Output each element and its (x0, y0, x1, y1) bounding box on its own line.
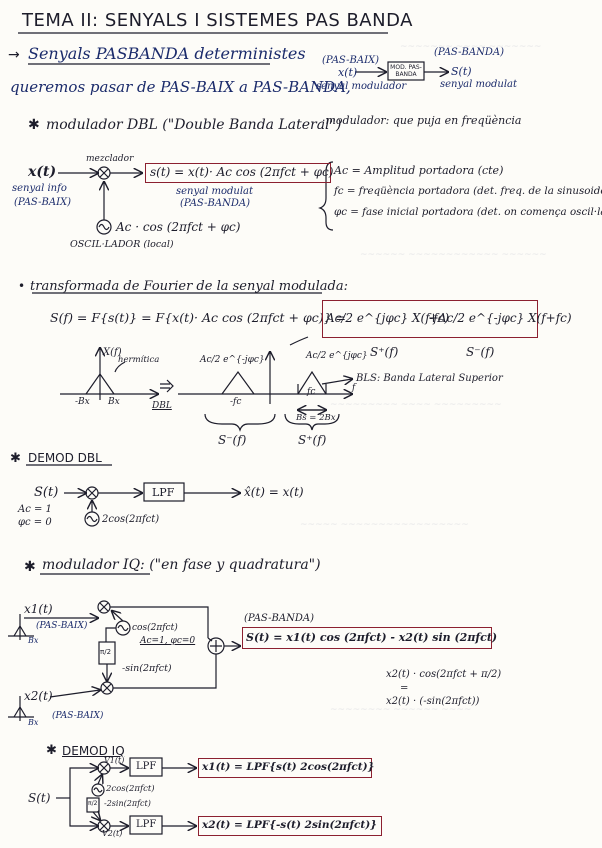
spectrum-left-peak: Ac/2 e^{-jφc} (200, 355, 265, 365)
dbl-output-formula: s(t) = x(t)· Ac cos (2πfct + φc) (150, 165, 334, 179)
fourier-plus: + (428, 311, 439, 326)
demod-iq-out1: x1(t) = LPF{s(t) 2cos(2πfct)} (202, 761, 375, 773)
asterisk-bullet-icon: ✱ (28, 117, 40, 133)
demod-iq-out1-box (198, 758, 372, 778)
dot-bullet-icon: • (18, 279, 26, 293)
dbl-osc-label: OSCIL·LADOR (local) (70, 239, 174, 250)
spectrum-neg-fc: -fc (230, 397, 242, 407)
iq-neg-sin: -sin(2πfct) (122, 663, 172, 674)
spectrum-f-axis: f (352, 383, 356, 393)
mini-output-label: senyal modulat (440, 79, 518, 90)
spectrum-neg-bx: -Bx (75, 397, 90, 407)
demod-iq-v2: V2(t) (102, 829, 123, 838)
iq-heading: modulador IQ: ("en fase y quadratura") (42, 557, 321, 573)
dbl-def-phic: φc = fase inicial portadora (det. on com… (334, 206, 602, 218)
mini-input: x(t) (338, 66, 358, 79)
iq-output-box (242, 627, 492, 649)
dbl-output-label-2: (PAS-BANDA) (180, 198, 250, 209)
demod-dbl-cond2: φc = 0 (18, 517, 52, 528)
demod-iq-v1: V1(t) (104, 756, 125, 765)
dbl-osc-formula: Ac · cos (2πfct + φc) (116, 220, 241, 234)
demod-iq-lpf2: LPF (136, 819, 157, 830)
spectrum-bx: Bx (108, 397, 120, 407)
section1-title: Senyals PASBANDA deterministes (28, 44, 306, 63)
demod-iq-input: S(t) (28, 791, 51, 805)
iq-osc: cos(2πfct) (132, 623, 178, 633)
demod-dbl-input: S(t) (34, 485, 59, 500)
fourier-term1: Ac/2 e^{jφc} X(f-fc) (326, 311, 450, 325)
fourier-term2-label: S⁻(f) (466, 345, 495, 359)
demod-iq-neg-sin: -2sin(2πfct) (104, 799, 151, 808)
dbl-side-note: ·modulador: que puja en freqüència (322, 114, 522, 127)
spectrum-bs: Bs = 2Bx (296, 413, 336, 423)
iq-phase-block: π/2 (100, 648, 112, 656)
spectrum-dbl-tag: DBL (152, 401, 172, 411)
spectrum-s-minus: S⁻(f) (218, 433, 247, 447)
iq-output-formula: S(t) = x1(t) cos (2πfct) - x2(t) sin (2π… (246, 631, 498, 644)
asterisk-bullet-icon: ✱ (46, 743, 57, 758)
dbl-heading: modulador DBL ("Double Banda Lateral") (46, 117, 342, 133)
fourier-term2: Ac/2 e^{-jφc} X(f+fc) (438, 311, 572, 325)
demod-iq-lpf1: LPF (136, 761, 157, 772)
iq-cond: Ac=1, φc=0 (140, 636, 196, 646)
iq-note1: x2(t) · cos(2πfct + π/2) (386, 669, 502, 680)
demod-dbl-heading: DEMOD DBL (28, 451, 102, 465)
spectrum-fc: fc (307, 387, 316, 397)
dbl-def-fc: fc = freqüència portadora (det. freq. de… (334, 185, 602, 197)
asterisk-bullet-icon: ✱ (24, 559, 36, 575)
asterisk-bullet-icon: ✱ (10, 451, 21, 466)
demod-iq-osc: 2cos(2πfct) (106, 784, 155, 794)
mini-output-tag: (PAS-BANDA) (434, 47, 504, 58)
demod-dbl-output: x̂(t) = x(t) (244, 485, 304, 499)
dbl-input-label-1: senyal info (12, 183, 67, 194)
fourier-result-box (322, 300, 538, 338)
section1-intro: queremos pasar de PAS-BAIX a PAS-BANDA, (10, 78, 351, 96)
demod-dbl-osc: 2cos(2πfct) (102, 514, 160, 525)
spectrum-right-peak: Ac/2 e^{jφc} (306, 351, 368, 361)
dbl-mixer-label: mezclador (86, 154, 134, 164)
dbl-input-label-2: (PAS-BAIX) (14, 197, 72, 208)
fourier-heading: transformada de Fourier de la senyal mod… (30, 279, 348, 294)
fourier-lhs: S(f) = F{s(t)} = F{x(t)· Ac cos (2πfct +… (50, 310, 347, 325)
demod-iq-heading: DEMOD IQ (62, 744, 125, 758)
iq-x1-bx: Bx (28, 636, 39, 645)
demod-iq-phase-block: π/2 (88, 800, 98, 807)
spectrum-s-plus: S⁺(f) (298, 433, 327, 447)
mini-block: MOD. PAS-BANDA (390, 64, 422, 78)
mini-input-label: senyal modulador (316, 81, 407, 92)
iq-note-eq: = (400, 683, 409, 694)
dbl-output-label-1: senyal modulat (176, 186, 254, 197)
iq-note2: x2(t) · (-sin(2πfct)) (386, 696, 480, 707)
dbl-output-box (145, 163, 331, 183)
mini-output: S(t) (451, 65, 472, 78)
page-title: TEMA II: SENYALS I SISTEMES PAS BANDA (22, 10, 413, 31)
demod-dbl-cond1: Ac = 1 (18, 504, 52, 515)
demod-iq-out2: x2(t) = LPF{-s(t) 2sin(2πfct)} (202, 819, 377, 831)
demod-dbl-lpf: LPF (152, 486, 175, 499)
demod-iq-out2-box (198, 816, 382, 836)
dbl-def-ac: Ac = Amplitud portadora (cte) (334, 164, 504, 177)
dbl-input: x(t) (28, 164, 57, 180)
iq-x2: x2(t) (24, 689, 53, 703)
iq-x2-tag: (PAS-BAIX) (52, 711, 104, 721)
iq-passband-tag: (PAS-BANDA) (244, 613, 314, 624)
iq-x2-bx: Bx (28, 718, 39, 727)
spectrum-x-label: X(f) (103, 347, 122, 358)
mini-input-tag: (PAS-BAIX) (322, 55, 380, 66)
spectrum-hermit-label: hermítica (118, 355, 160, 365)
fourier-term1-label: S⁺(f) (370, 345, 399, 359)
iq-x1: x1(t) (24, 602, 53, 616)
arrow-bullet-icon: → (8, 47, 20, 63)
iq-x1-tag: (PAS-BAIX) (36, 621, 88, 631)
spectrum-bls: BLS: Banda Lateral Superior (356, 373, 503, 384)
